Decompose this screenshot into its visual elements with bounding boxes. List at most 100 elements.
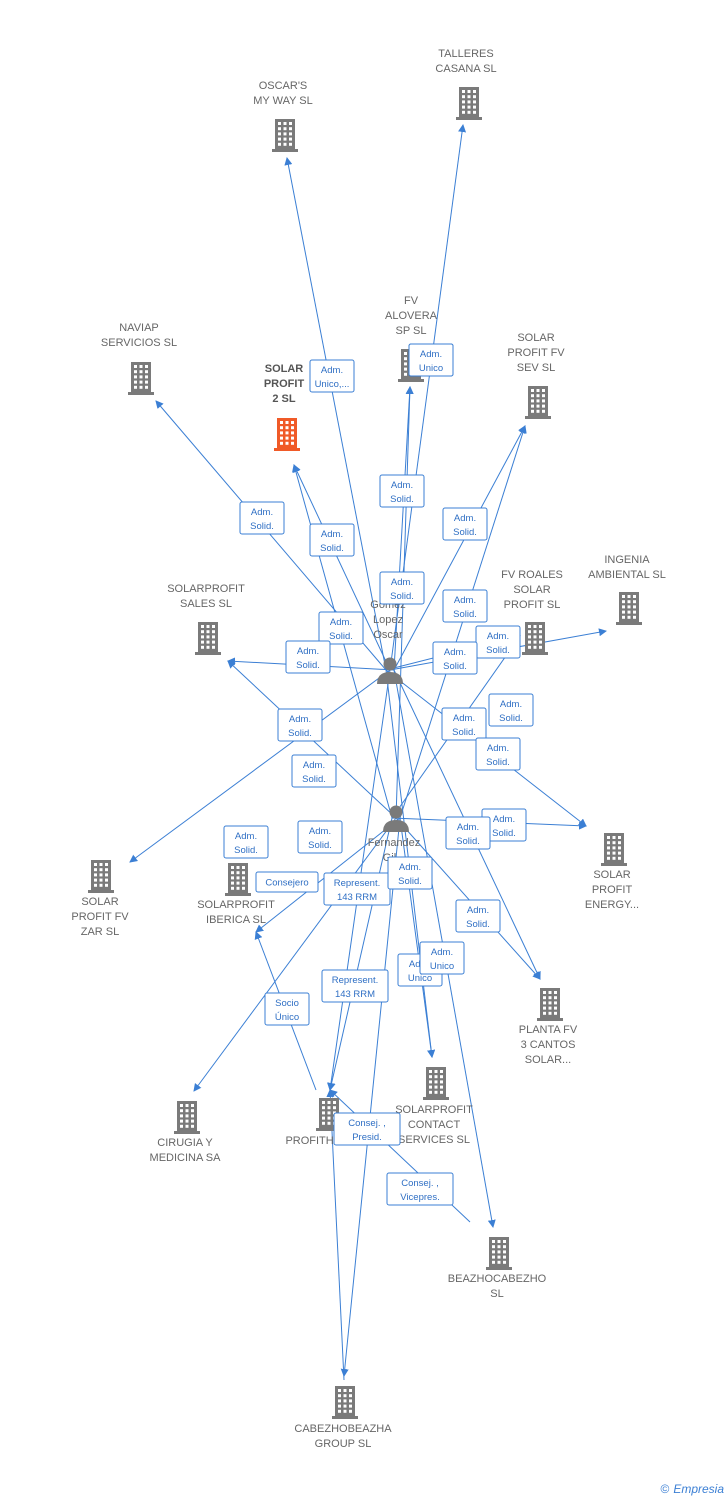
building-icon[interactable] [332,1386,358,1419]
role-badge[interactable]: Adm.Solid. [475,737,521,771]
role-badge[interactable]: Adm.Solid. [481,808,527,842]
building-icon[interactable] [486,1237,512,1270]
company-label-line: PROFIT [264,378,305,390]
role-badge[interactable]: Adm.Solid. [445,816,491,850]
role-badge-line: Socio [275,998,299,1009]
building-icon[interactable] [88,860,114,893]
role-badge-text: Adm.Solid. [486,743,510,768]
edge-cabezho_src-to-profitholding [326,1089,345,1381]
company-label-line: CONTACT [408,1119,461,1131]
company-label-line: 3 CANTOS [521,1039,576,1051]
role-badge[interactable]: Adm.Solid. [379,474,425,508]
role-badge-text: Adm.Unico [419,349,443,374]
role-badge[interactable]: Adm.Solid. [291,754,337,788]
role-badge[interactable]: Adm.Solid. [432,641,478,675]
role-badge[interactable]: Consej. ,Vicepres. [386,1172,454,1206]
role-badge-line: Adm. [391,577,413,588]
role-badge[interactable]: Adm.Unico,... [309,359,355,393]
building-icon[interactable] [225,863,251,896]
building-icon[interactable] [128,362,154,395]
role-badge[interactable]: Adm.Unico [419,941,465,975]
role-badge[interactable]: Adm.Unico [408,343,454,377]
copyright-symbol: © [660,1482,670,1496]
person-label-line: Fernandez [368,837,421,849]
role-badge-line: Adm. [457,822,479,833]
role-badge[interactable]: Adm.Solid. [455,899,501,933]
role-badge[interactable]: Adm.Solid. [475,625,521,659]
brand-name[interactable]: Empresia [673,1482,724,1496]
building-icon[interactable] [272,119,298,152]
role-badge-text: Adm.Solid. [456,822,480,847]
role-badge[interactable]: Adm.Solid. [387,856,433,890]
person-icon[interactable] [377,657,403,685]
company-label-line: SOLARPROFIT [167,583,245,595]
building-icon[interactable] [274,418,300,451]
building-icon[interactable] [601,833,627,866]
company-label-line: 2 SL [272,393,296,405]
role-badge-line: Adm. [467,905,489,916]
role-badge-line: 143 RRM [335,989,375,1000]
role-badge-text: Adm.Solid. [398,862,422,887]
role-badge[interactable]: Adm.Solid. [297,820,343,854]
role-badge[interactable]: Adm.Solid. [318,611,364,645]
company-label-line: SEV SL [517,362,556,374]
role-badge[interactable]: Consejero [255,871,319,893]
building-icon[interactable] [616,592,642,625]
role-badge[interactable]: Adm.Solid. [309,523,355,557]
building-icon[interactable] [174,1101,200,1134]
role-badge-text: Adm.Solid. [234,831,258,856]
building-icon[interactable] [195,622,221,655]
role-badge-line: Adm. [251,507,273,518]
company-label-line: SALES SL [180,598,232,610]
role-badge-text: Adm.Solid. [492,814,516,839]
role-badge-line: Solid. [329,631,353,642]
role-badge-line: Consej. , [348,1118,386,1129]
company-label-line: SOLARPROFIT [395,1104,473,1116]
role-badge[interactable]: Represent.143 RRM [323,872,391,906]
role-badge[interactable]: Adm.Solid. [442,589,488,623]
role-badge[interactable]: Adm.Solid. [285,640,331,674]
edge-fernandez-to-profitholding [327,817,393,1091]
role-badge-text: Consejero [265,878,308,889]
building-icon[interactable] [423,1067,449,1100]
role-badge-line: Solid. [308,840,332,851]
role-badge[interactable]: Represent.143 RRM [321,969,389,1003]
building-icon[interactable] [537,988,563,1021]
role-badge-line: Único [275,1012,299,1023]
role-badge[interactable]: Adm.Solid. [379,571,425,605]
edge-gomez-to-solarprofitsev [393,425,526,671]
role-badge[interactable]: Adm.Solid. [441,707,487,741]
role-badge[interactable]: Adm.Solid. [488,693,534,727]
person-icon[interactable] [383,805,409,833]
company-label-solarprofitsales[interactable]: SOLARPROFIT SALES SL [167,583,245,610]
role-badge[interactable]: Adm.Solid. [277,708,323,742]
role-badge[interactable]: Adm.Solid. [442,507,488,541]
role-badge[interactable]: Adm.Solid. [239,501,285,535]
role-badge[interactable]: Adm.Solid. [223,825,269,859]
building-icon[interactable] [525,386,551,419]
footer-credit[interactable]: ©Empresia [660,1482,724,1496]
role-badge[interactable]: Consej. ,Presid. [333,1112,401,1146]
person-label-line: Lopez [373,614,403,626]
building-icon[interactable] [456,87,482,120]
building-icon[interactable] [522,622,548,655]
